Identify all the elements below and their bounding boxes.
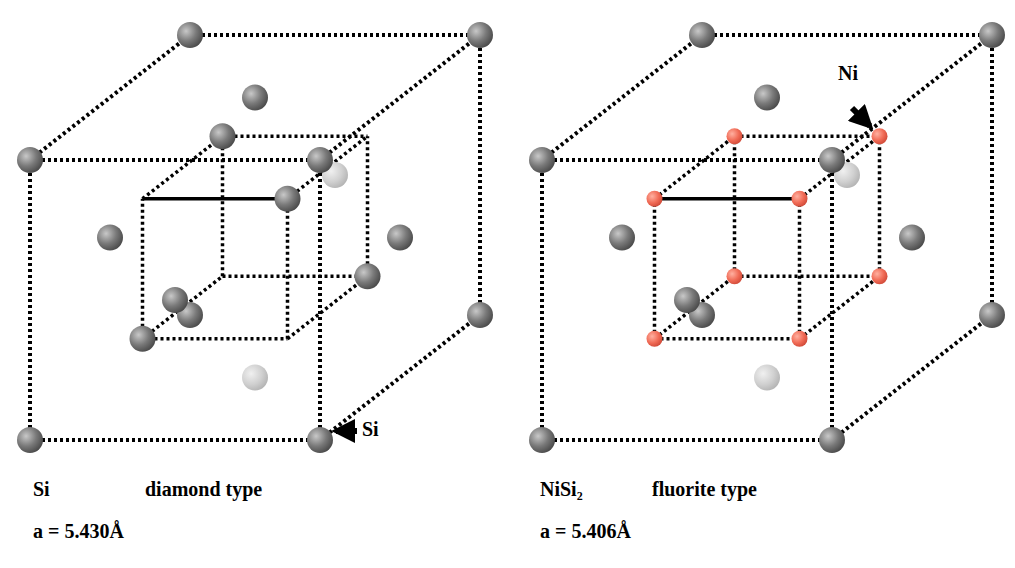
si-atom	[467, 302, 493, 328]
structure-type: fluorite type	[652, 478, 757, 500]
cell-edge-dashed	[542, 158, 832, 162]
si-atom	[674, 287, 700, 313]
cell-edge-dashed	[30, 158, 320, 162]
ni-atom	[792, 331, 808, 347]
si-atom	[177, 22, 203, 48]
cell-edge-solid	[655, 197, 800, 201]
pointer-arrow	[852, 108, 870, 126]
si-atom	[17, 427, 43, 453]
si-atom	[979, 22, 1005, 48]
si-atom	[979, 302, 1005, 328]
si-atom	[754, 85, 780, 111]
cell-edge-dashed	[320, 315, 480, 440]
si-atom	[162, 287, 188, 313]
cell-edge-dashed	[733, 136, 737, 276]
si-atom	[689, 22, 715, 48]
cell-edge-dashed	[288, 136, 368, 199]
cell-edge-dashed	[735, 275, 880, 279]
cell-edge-dashed	[540, 160, 544, 440]
si-atom	[97, 225, 123, 251]
cell-edge-dashed	[141, 199, 145, 339]
si-atom	[387, 225, 413, 251]
cell-edge-dashed	[653, 199, 657, 339]
si-atom	[467, 22, 493, 48]
si-atom	[17, 147, 43, 173]
si-atom	[819, 147, 845, 173]
si-atom	[130, 326, 156, 352]
atom-label: Ni	[838, 62, 858, 84]
si-atom	[609, 225, 635, 251]
cell-edge-dashed	[190, 33, 480, 37]
ni-atom	[727, 268, 743, 284]
ni-atom	[872, 128, 888, 144]
cell-edge-dashed	[990, 35, 994, 315]
cell-edge-dashed	[143, 136, 223, 199]
cell-edge-dashed	[702, 33, 992, 37]
ni-atom	[647, 191, 663, 207]
cell-edge-dashed	[286, 199, 290, 339]
lattice-constant: a = 5.406Å	[540, 520, 631, 542]
structure-type: diamond type	[145, 478, 262, 500]
ni-atom	[872, 268, 888, 284]
atom-label: Si	[362, 418, 379, 440]
cell-edge-dashed	[830, 160, 834, 440]
cell-edge-dashed	[30, 438, 320, 442]
cell-edge-dashed	[143, 276, 223, 339]
si-atom	[210, 123, 236, 149]
cell-edge-dashed	[832, 315, 992, 440]
cell-edge-dashed	[655, 136, 735, 199]
cell-edge-dashed	[221, 136, 225, 276]
si-atom	[242, 365, 268, 391]
cell-edge-dashed	[143, 337, 288, 341]
si-atom	[899, 225, 925, 251]
cell-edge-dashed	[30, 35, 190, 160]
cell-edge-dashed	[288, 276, 368, 339]
cell-edge-dashed	[478, 35, 482, 315]
cell-edge-dashed	[542, 438, 832, 442]
ni-atom	[727, 128, 743, 144]
si-atom	[355, 263, 381, 289]
cell-edge-dashed	[318, 160, 322, 440]
cell-edge-solid	[143, 197, 288, 201]
si-atom	[529, 427, 555, 453]
cell-edge-dashed	[223, 135, 368, 139]
cell-edge-dashed	[800, 276, 880, 339]
cell-edge-dashed	[366, 136, 370, 276]
si-atom	[529, 147, 555, 173]
ni-atom	[792, 191, 808, 207]
cell-edge-dashed	[655, 276, 735, 339]
cell-edge-dashed	[320, 35, 480, 160]
pointer-arrow	[336, 428, 357, 434]
si-atom	[242, 85, 268, 111]
si-atom	[307, 147, 333, 173]
si-atom	[819, 427, 845, 453]
cell-edge-dashed	[655, 337, 800, 341]
cell-edge-dashed	[878, 136, 882, 276]
cell-edge-dashed	[223, 275, 368, 279]
cell-edge-dashed	[800, 136, 880, 199]
structure-name: NiSi₂	[540, 478, 583, 500]
si-atom	[275, 186, 301, 212]
lattice-constant: a = 5.430Å	[33, 520, 124, 542]
si-atom	[754, 365, 780, 391]
cell-edge-dashed	[735, 135, 880, 139]
cell-edge-dashed	[542, 35, 702, 160]
cell-edge-dashed	[28, 160, 32, 440]
si-atom	[307, 427, 333, 453]
ni-atom	[647, 331, 663, 347]
cell-edge-dashed	[832, 35, 992, 160]
cell-edge-dashed	[798, 199, 802, 339]
structure-name: Si	[33, 478, 50, 500]
